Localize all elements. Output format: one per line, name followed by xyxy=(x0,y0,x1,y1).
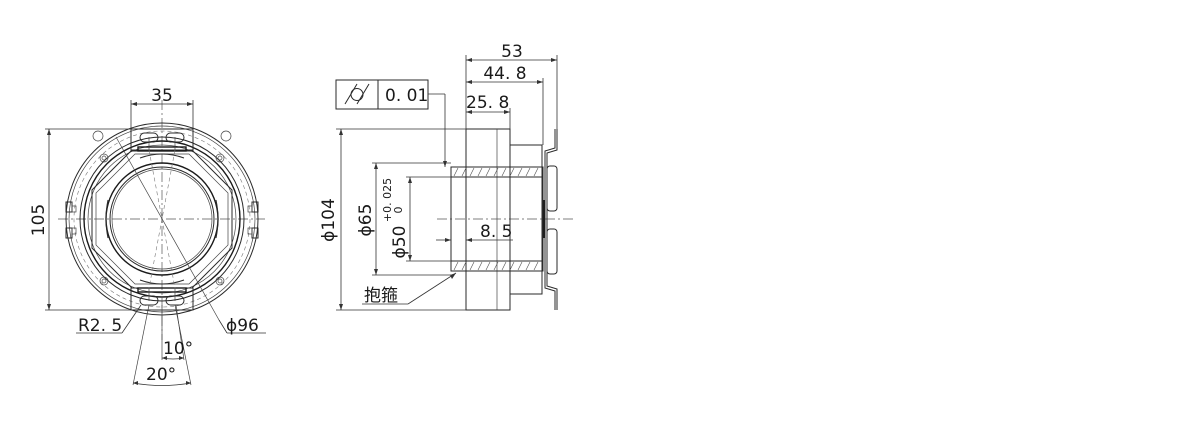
length-total-dimension: 53 xyxy=(501,42,523,62)
hatch-bottom xyxy=(453,261,539,271)
hatch-top xyxy=(453,167,539,177)
side-view: 53 44. 8 25. 8 0. 01 xyxy=(319,42,575,311)
diameter-mid-dimension: ϕ65 xyxy=(356,204,376,237)
bore-tolerance-lower: 0 xyxy=(392,207,405,214)
clamp-label: 抱箍 xyxy=(364,286,398,306)
diameter-dimension: ϕ96 xyxy=(226,316,259,336)
offset-dimension: 8. 5 xyxy=(480,222,512,242)
front-view: 35 105 R2. 5 ϕ96 10° 20° xyxy=(29,86,266,386)
length-short-dimension: 25. 8 xyxy=(466,93,509,113)
bore-tolerance-upper: +0. 025 xyxy=(381,178,394,222)
width-dimension: 35 xyxy=(151,86,173,106)
diameter-outer-dimension: ϕ104 xyxy=(319,198,339,242)
radius-dimension: R2. 5 xyxy=(78,316,122,336)
length-mid-dimension: 44. 8 xyxy=(483,64,526,84)
angle-small: 10° xyxy=(163,339,193,359)
diameter-bore-dimension: ϕ50 xyxy=(390,226,410,259)
cylindricity-icon xyxy=(344,83,370,105)
gdt-tolerance: 0. 01 xyxy=(385,86,428,106)
height-dimension: 105 xyxy=(29,204,49,236)
gdt-frame: 0. 01 xyxy=(335,79,447,167)
angle-large: 20° xyxy=(146,365,176,385)
